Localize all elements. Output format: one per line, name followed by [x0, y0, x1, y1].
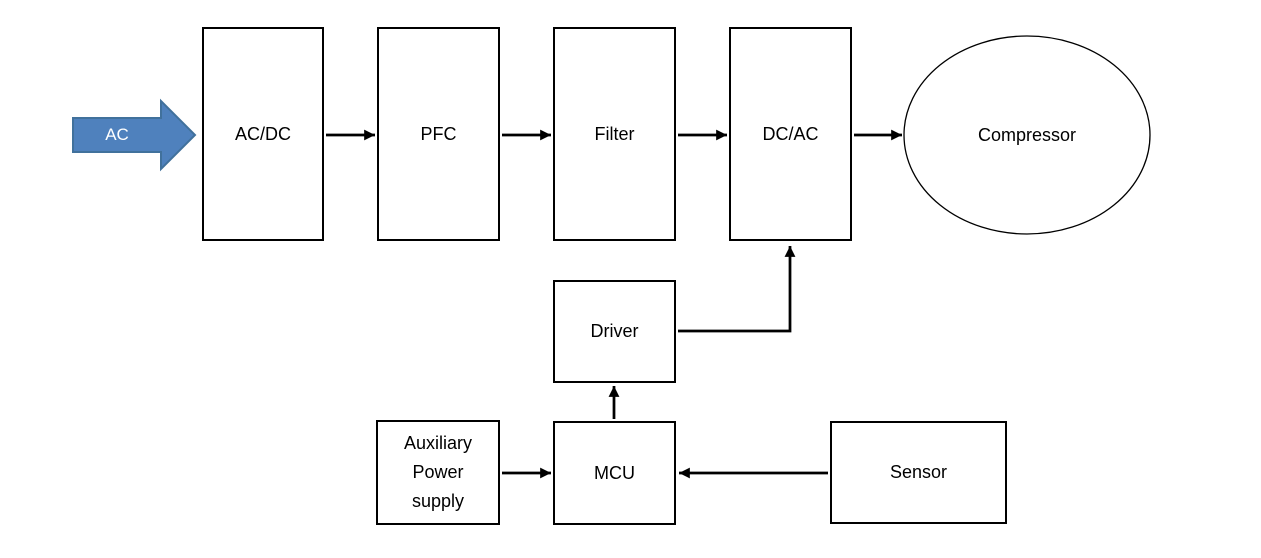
- node-aux-power-label-line3: supply: [411, 491, 465, 511]
- node-pfc-label: PFC: [420, 123, 457, 144]
- node-acdc-label: AC/DC: [234, 123, 291, 144]
- node-pfc: PFC: [377, 27, 500, 241]
- node-aux-power: Auxiliary Power supply: [376, 420, 500, 525]
- node-mcu-label: MCU: [594, 462, 635, 483]
- node-dcac: DC/AC: [729, 27, 852, 241]
- node-aux-power-label-line2: Power: [412, 462, 464, 482]
- arrow-driver-to-dcac: [678, 246, 796, 333]
- node-driver: Driver: [553, 280, 676, 383]
- node-sensor: Sensor: [830, 421, 1007, 524]
- node-sensor-label: Sensor: [889, 462, 948, 482]
- node-filter-label: Filter: [594, 123, 635, 144]
- ac-input-block-arrow: [72, 98, 197, 172]
- node-driver-label: Driver: [590, 321, 639, 341]
- compressor-ellipse: [903, 35, 1151, 235]
- node-aux-power-label-line1: Auxiliary: [403, 433, 473, 453]
- node-acdc: AC/DC: [202, 27, 324, 241]
- ac-input-label: AC: [105, 125, 129, 144]
- node-dcac-label: DC/AC: [762, 123, 819, 144]
- node-compressor-label: Compressor: [977, 124, 1077, 145]
- node-mcu: MCU: [553, 421, 676, 525]
- node-filter: Filter: [553, 27, 676, 241]
